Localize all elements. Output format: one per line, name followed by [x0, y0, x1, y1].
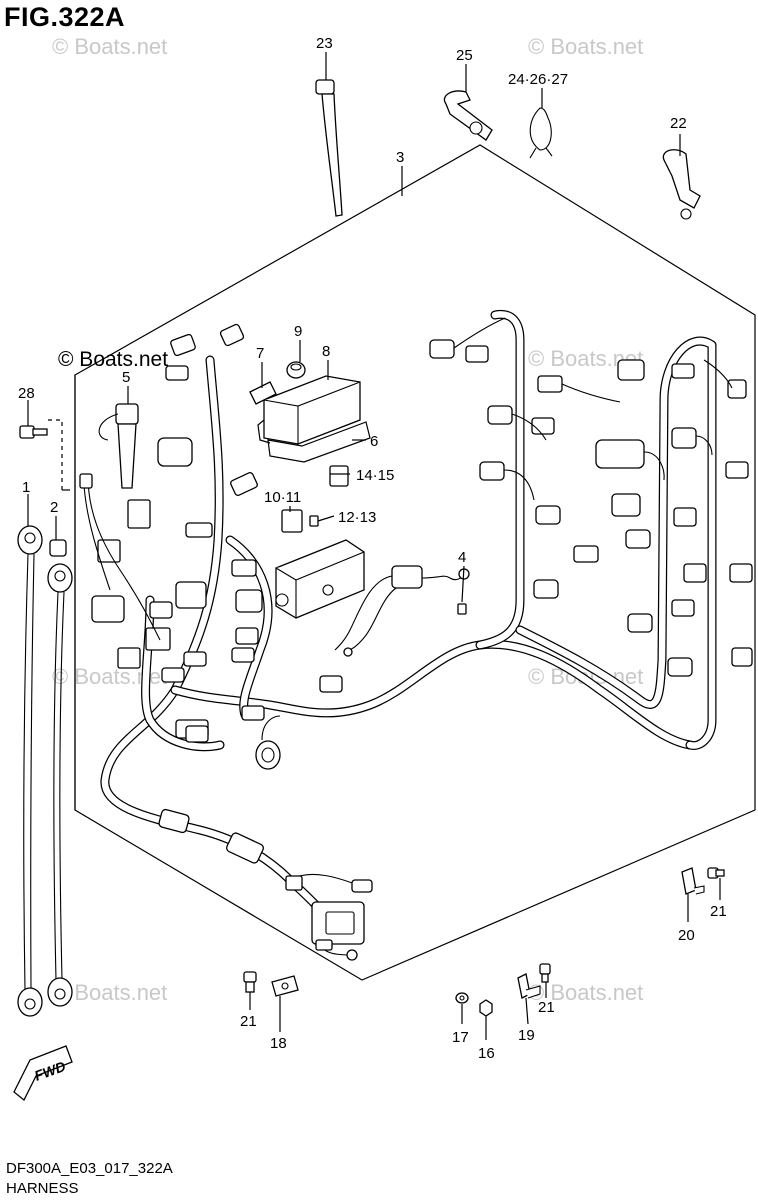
item-8-box: [257, 375, 371, 463]
callout-2: 2: [50, 499, 58, 516]
callout-4: 4: [458, 549, 466, 566]
figure-title: FIG.322A: [4, 2, 126, 32]
diagram-caption: HARNESS: [6, 1180, 79, 1197]
item-4-lead: [334, 565, 470, 657]
callout-20: 20: [678, 927, 695, 944]
item-10-11-relay: [281, 509, 303, 533]
item-25-clamp: [443, 90, 493, 141]
callout-28: 28: [18, 385, 35, 402]
connector-group-left: [79, 323, 343, 770]
assembly-outline: [74, 144, 756, 981]
callout-12-13: 12·13: [338, 509, 376, 526]
drawing-code: DF300A_E03_017_322A: [6, 1160, 173, 1177]
watermark: © Boats.net: [528, 980, 644, 1005]
callout-5: 5: [122, 369, 130, 386]
callout-9: 9: [294, 323, 302, 340]
callout-17: 17: [452, 1029, 469, 1046]
callout-22: 22: [670, 115, 687, 132]
item-22-clamp: [662, 149, 701, 220]
item-28-leader: [48, 419, 63, 490]
item-7-clip: [249, 381, 277, 405]
item-20-bracket: [681, 867, 705, 895]
fwd-badge: FWD: [13, 1045, 73, 1102]
callout-6: 6: [370, 433, 378, 450]
callouts: 23 25 24·26·27 22 3 9 8 7 5 28 6 14·15 1…: [18, 35, 727, 1062]
item-14-15-fuse: [329, 465, 349, 487]
callout-7: 7: [256, 345, 264, 362]
item-21-bolt-c: [539, 963, 551, 983]
callout-21: 21: [240, 1013, 257, 1030]
item-23-cable-tie: [315, 79, 343, 217]
item-21-bolt-a: [707, 867, 725, 879]
callout-3: 3: [396, 149, 404, 166]
callout-16: 16: [478, 1045, 495, 1062]
fuse-box: [275, 539, 365, 619]
callout-10-11: 10·11: [264, 489, 301, 506]
item-19-bracket: [517, 973, 541, 999]
callout-24-26-27: 24·26·27: [508, 71, 568, 88]
callout-21: 21: [710, 903, 727, 920]
leader-lines: [27, 52, 721, 1040]
callout-25: 25: [456, 47, 473, 64]
callout-19: 19: [518, 1027, 535, 1044]
main-harness: [100, 309, 717, 920]
watermark-dark: © Boats.net: [58, 348, 169, 371]
main-connector: [285, 873, 373, 961]
item-24-26-27-clip: [529, 107, 553, 159]
item-18-bracket: [271, 975, 299, 997]
item-12-13-fuse: [309, 515, 319, 527]
callout-8: 8: [322, 343, 330, 360]
callout-21: 21: [538, 999, 555, 1016]
callout-1: 1: [22, 479, 30, 496]
item-28-bolt: [19, 425, 48, 439]
watermark: © Boats.net: [528, 34, 644, 59]
item-16-nut: [479, 999, 493, 1017]
item-1-2-cables: [17, 525, 73, 1017]
watermark: © Boats.net: [52, 34, 168, 59]
callout-18: 18: [270, 1035, 287, 1052]
callout-23: 23: [316, 35, 333, 52]
callout-14-15: 14·15: [356, 467, 394, 484]
connector-group-right: [429, 317, 753, 677]
item-21-bolt-b: [243, 971, 257, 993]
